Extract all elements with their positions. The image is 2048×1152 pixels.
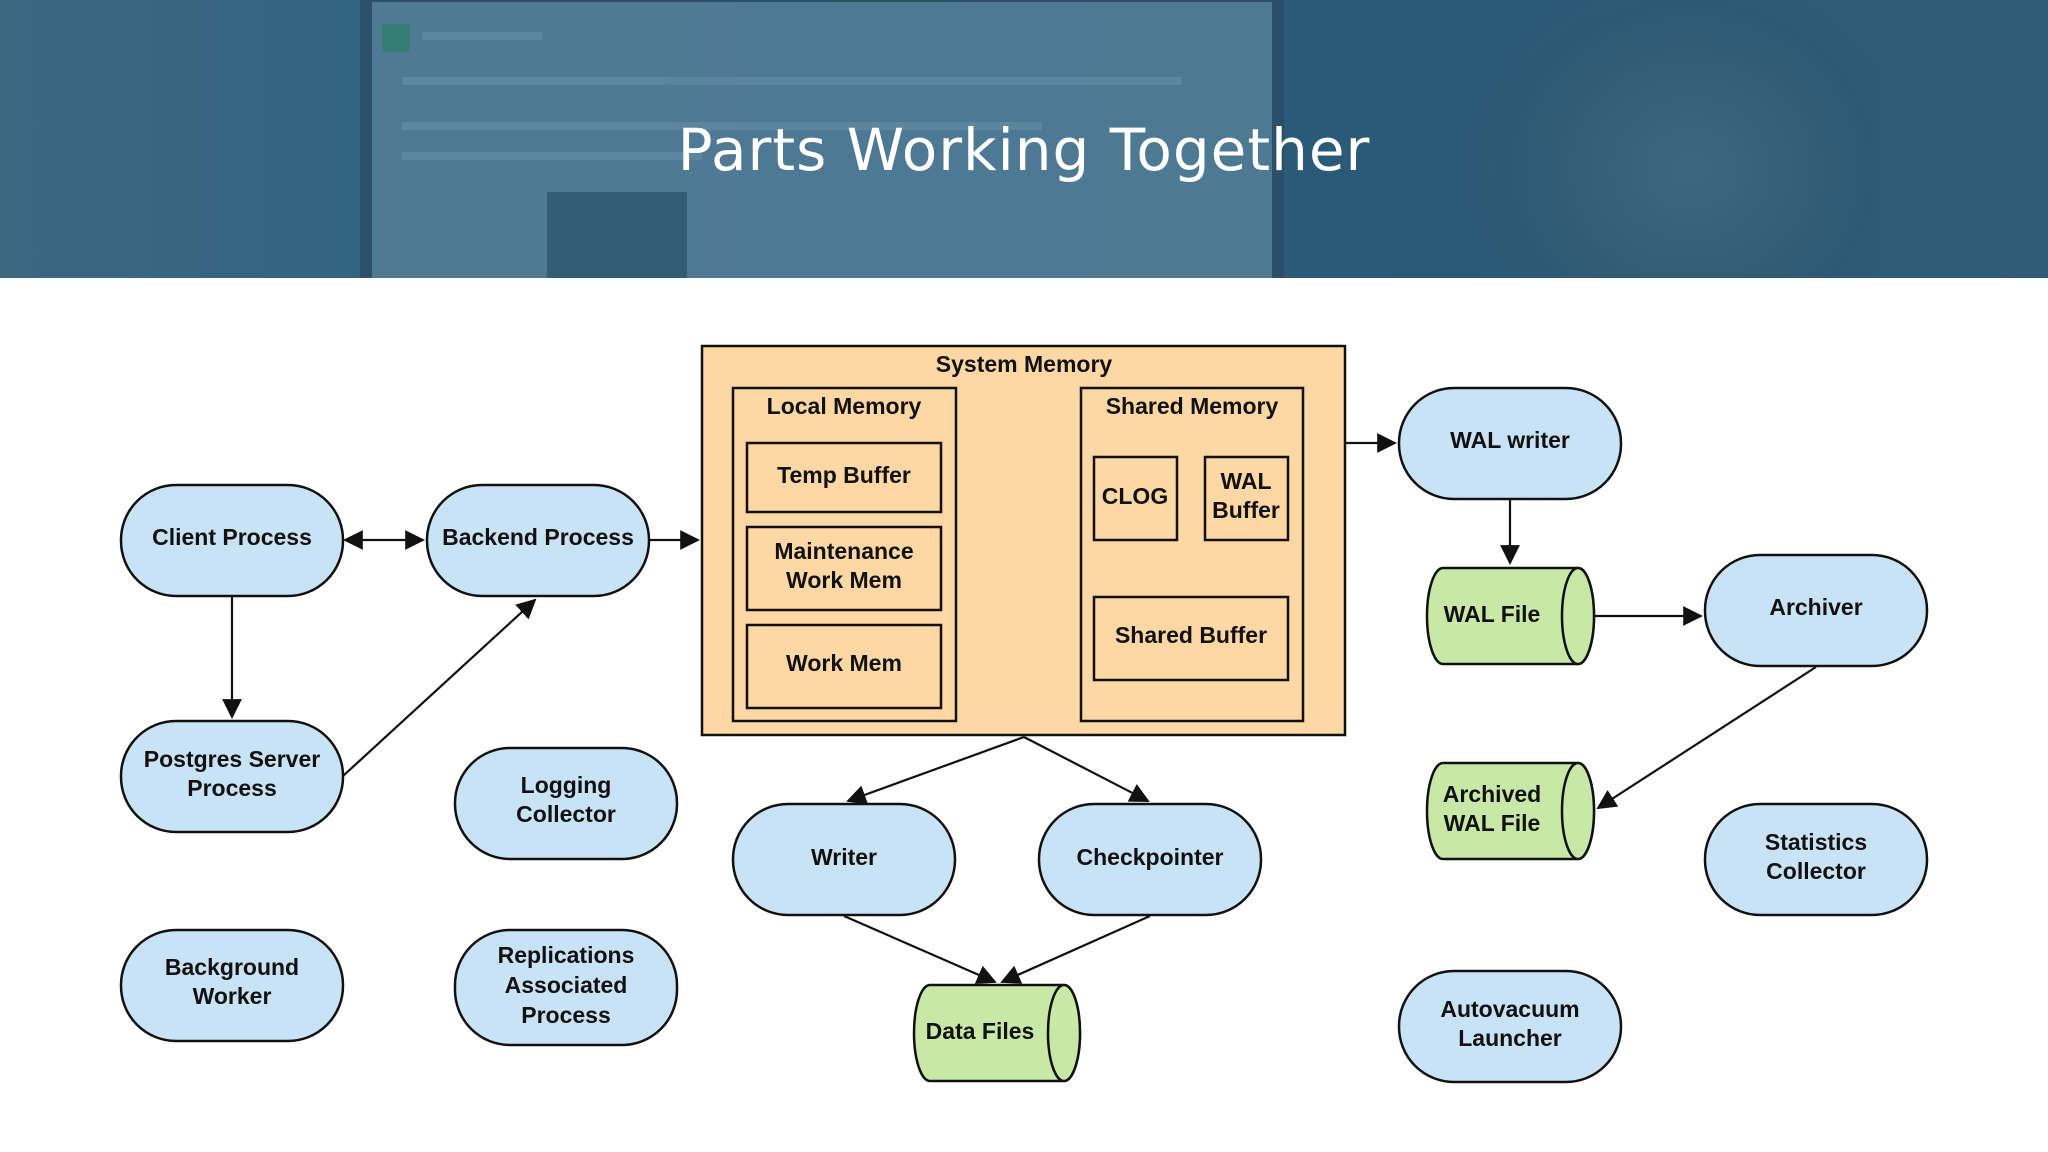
data-files-node: Data Files xyxy=(912,983,1082,1083)
replications-label-line3: Process xyxy=(521,1002,611,1028)
autovacuum-label-line2: Launcher xyxy=(1458,1025,1562,1051)
maintenance-work-mem-box: Maintenance Work Mem xyxy=(745,525,943,612)
arrow-postgres-backend xyxy=(342,598,537,777)
connectors xyxy=(222,433,1817,984)
postgres-server-label-line1: Postgres Server xyxy=(144,746,320,772)
clog-label: CLOG xyxy=(1102,483,1168,509)
temp-buffer-box: Temp Buffer xyxy=(745,441,943,514)
local-memory-title: Local Memory xyxy=(767,393,922,419)
shared-buffer-label: Shared Buffer xyxy=(1115,622,1267,648)
wal-buffer-box: WAL Buffer xyxy=(1203,455,1290,542)
client-process-label: Client Process xyxy=(152,524,312,550)
archived-wal-file-node: Archived WAL File xyxy=(1425,761,1596,861)
statistics-collector-node: Statistics Collector xyxy=(1703,802,1929,917)
client-process-node: Client Process xyxy=(119,483,345,598)
logging-collector-label-line2: Collector xyxy=(516,801,616,827)
shared-memory-title: Shared Memory xyxy=(1106,393,1279,419)
work-mem-label: Work Mem xyxy=(786,650,902,676)
person-photo xyxy=(1460,0,1880,278)
shared-memory-box: Shared Memory xyxy=(1079,386,1305,723)
replications-label-line2: Associated xyxy=(505,972,628,998)
archived-wal-file-label-line1: Archived xyxy=(1443,781,1541,807)
archiver-label: Archiver xyxy=(1769,594,1862,620)
postgres-server-label-line2: Process xyxy=(187,775,277,801)
arrow-archiver-archived xyxy=(1596,666,1817,810)
postgres-server-process-node: Postgres Server Process xyxy=(119,719,345,834)
clog-box: CLOG xyxy=(1092,455,1179,542)
background-worker-label-line1: Background xyxy=(165,954,299,980)
monitor-photo xyxy=(360,0,1284,278)
background-worker-node: Background Worker xyxy=(119,928,345,1043)
replications-label-line1: Replications xyxy=(498,942,635,968)
background-worker-label-line2: Worker xyxy=(193,983,272,1009)
maintenance-label-line1: Maintenance xyxy=(774,538,913,564)
page-title: Parts Working Together xyxy=(677,116,1371,184)
backend-process-node: Backend Process xyxy=(425,483,651,598)
archiver-node: Archiver xyxy=(1703,553,1929,668)
backend-process-label: Backend Process xyxy=(442,524,634,550)
arrow-memory-checkpointer xyxy=(1023,736,1150,802)
wal-writer-node: WAL writer xyxy=(1397,386,1623,501)
temp-buffer-label: Temp Buffer xyxy=(777,462,911,488)
logging-collector-label-line1: Logging xyxy=(521,772,612,798)
system-memory-title: System Memory xyxy=(936,351,1113,377)
shared-buffer-box: Shared Buffer xyxy=(1092,595,1290,682)
data-files-label: Data Files xyxy=(926,1018,1035,1044)
replications-process-node: Replications Associated Process xyxy=(453,928,679,1047)
wal-file-node: WAL File xyxy=(1425,566,1596,666)
wal-buffer-label-line2: Buffer xyxy=(1212,497,1280,523)
work-mem-box: Work Mem xyxy=(745,623,943,710)
local-memory-box: Local Memory xyxy=(731,386,958,723)
arrow-memory-writer xyxy=(846,735,1025,805)
writer-label: Writer xyxy=(811,844,877,870)
checkpointer-label: Checkpointer xyxy=(1077,844,1224,870)
autovacuum-launcher-node: Autovacuum Launcher xyxy=(1397,969,1623,1084)
autovacuum-label-line1: Autovacuum xyxy=(1440,996,1579,1022)
arrow-checkpointer-datafiles xyxy=(1000,914,1151,984)
writer-node: Writer xyxy=(731,802,957,917)
checkpointer-node: Checkpointer xyxy=(1037,802,1263,917)
wal-writer-label: WAL writer xyxy=(1450,427,1570,453)
wal-file-label: WAL File xyxy=(1444,601,1541,627)
logging-collector-node: Logging Collector xyxy=(453,746,679,861)
arrow-writer-datafiles xyxy=(843,914,997,984)
maintenance-label-line2: Work Mem xyxy=(786,567,902,593)
header-banner: Parts Working Together xyxy=(0,0,2048,278)
wal-buffer-label-line1: WAL xyxy=(1220,468,1271,494)
app-logo-icon xyxy=(382,24,410,52)
statistics-collector-label-line2: Collector xyxy=(1766,858,1866,884)
archived-wal-file-label-line2: WAL File xyxy=(1444,810,1541,836)
statistics-collector-label-line1: Statistics xyxy=(1765,829,1867,855)
